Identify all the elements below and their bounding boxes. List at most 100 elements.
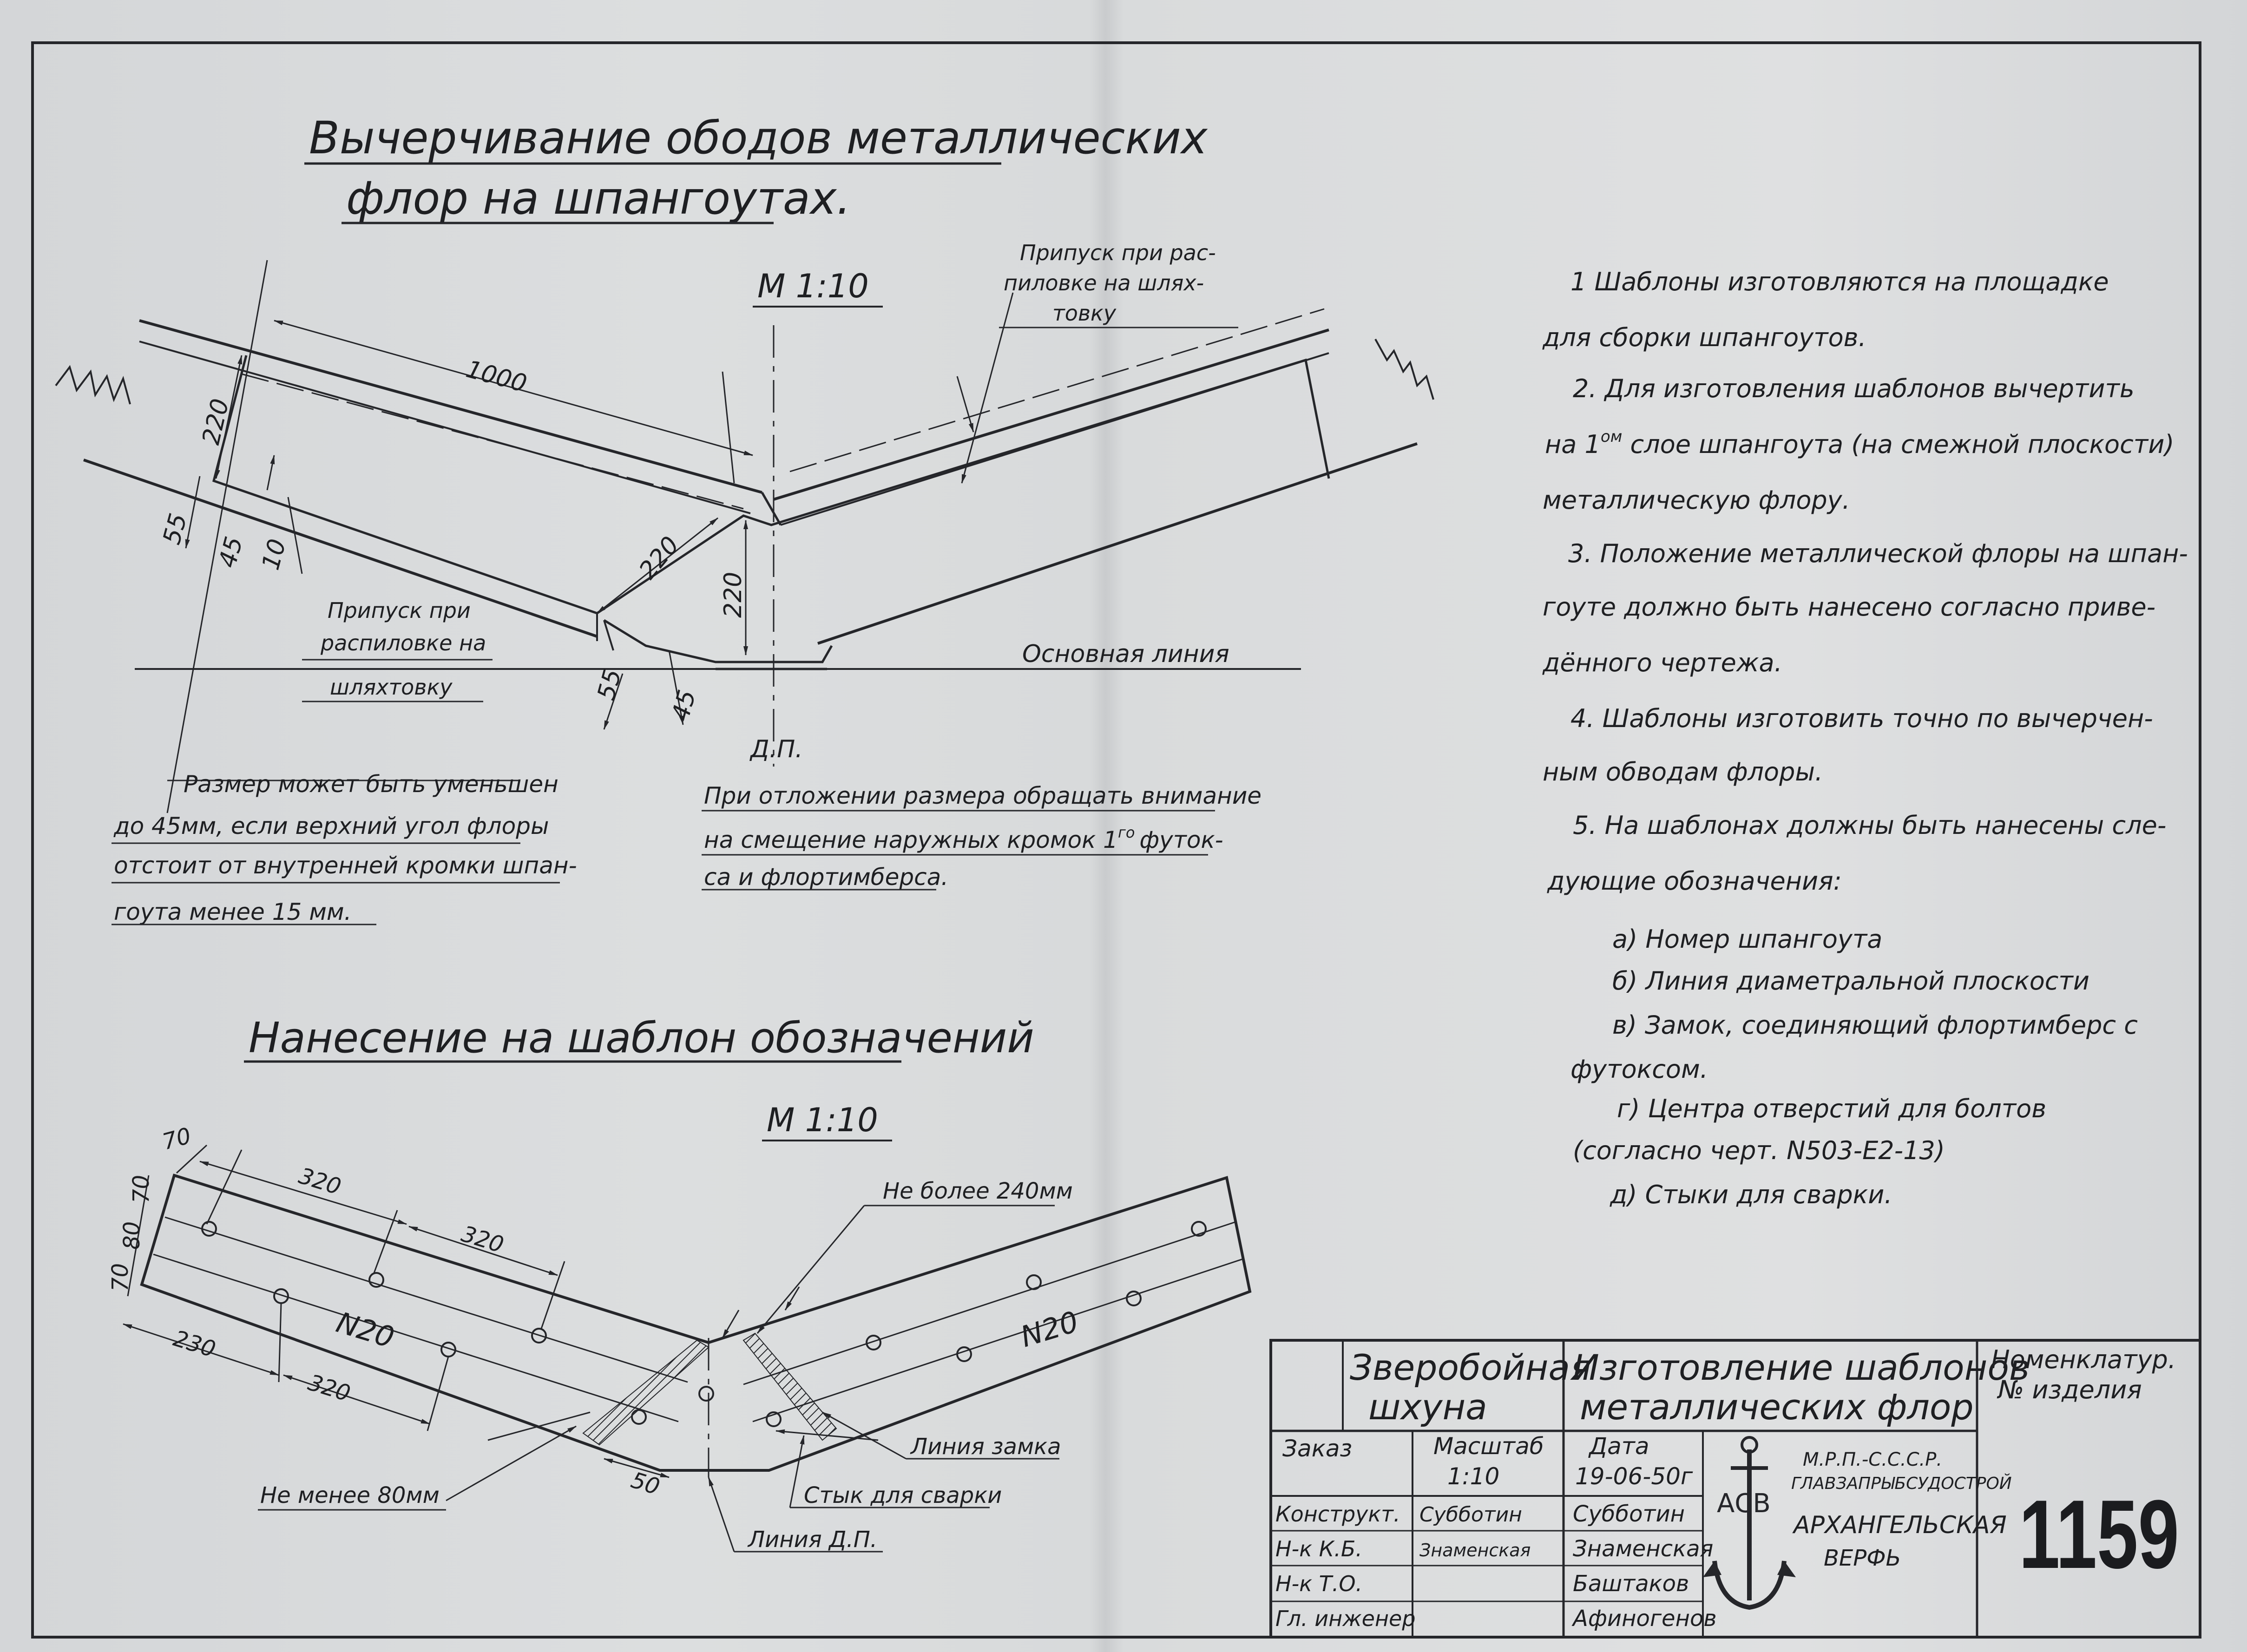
nomenclature-line2: № изделия (1997, 1375, 2142, 1404)
note-line: на 1ом слое шпангоута (на смежной плоско… (1545, 427, 2174, 459)
note-right-1: При отложении размера обращать внимание (704, 782, 1261, 809)
notes-block: 1 Шаблоны изготовляются на площадке для … (1542, 267, 2188, 1209)
drawing-name-line2: металлических флор (1580, 1386, 1974, 1428)
bottom-dimensions (123, 1144, 1059, 1553)
title-block: Зверобойная шхуна Изготовление шаблонов … (1269, 1339, 2201, 1639)
note-line: в) Замок, соединяющий флортимберс с (1612, 1010, 2138, 1040)
drawing-name-line1: Изготовление шаблонов (1573, 1347, 2030, 1388)
dim-50: 50 (628, 1467, 663, 1500)
top-drawing: Вычерчивание ободов металлических флор н… (55, 112, 1434, 925)
allowance-top-1: Припуск при рас- (1020, 240, 1216, 265)
dim-10: 10 (257, 536, 292, 573)
note-line: 2. Для изготовления шаблонов вычертить (1573, 374, 2135, 403)
allowance-top-3: товку (1052, 301, 1117, 326)
dim-70-left: 70 (128, 1175, 154, 1203)
dim-230: 230 (170, 1325, 218, 1363)
dim-45-left: 45 (214, 534, 249, 570)
dim-320-a: 320 (296, 1163, 344, 1200)
bolt-hole (201, 1221, 217, 1237)
role-constructor: Конструкт. (1275, 1501, 1400, 1527)
note-line: дующие обозначения: (1547, 866, 1842, 896)
sheet-number: 1159 (2019, 1480, 2179, 1589)
dim-55-bottom: 55 (592, 666, 627, 703)
dim-220-vert: 220 (719, 572, 747, 618)
top-scale: М 1:10 (757, 267, 869, 305)
dim-70-low: 70 (107, 1263, 133, 1291)
note-line: для сборки шпангоутов. (1542, 323, 1866, 352)
note-line: гоуте должно быть нанесено согласно прив… (1543, 592, 2155, 622)
bottom-drawing: Нанесение на шаблон обозначений М 1:10 (107, 1014, 1252, 1553)
top-title-line2: флор на шпангоутах. (346, 172, 851, 224)
role-to-head: Н-к Т.О. (1275, 1571, 1362, 1596)
note-line: дённого чертежа. (1542, 648, 1782, 677)
role-kb-head: Н-к К.Б. (1275, 1536, 1362, 1561)
note-right-3: са и флортимберса. (704, 864, 948, 891)
name-chief-engineer: Афиногенов (1571, 1606, 1717, 1632)
top-title-line1: Вычерчивание ободов металлических (309, 112, 1208, 164)
dim-320-b: 320 (458, 1221, 506, 1258)
bolt-hole (1026, 1274, 1042, 1290)
bolt-hole (956, 1346, 972, 1362)
frame-number-right: N20 (1017, 1305, 1082, 1354)
note-line: ным обводам флоры. (1543, 757, 1823, 787)
note-line: д) Стыки для сварки. (1610, 1180, 1892, 1209)
note-left-2: до 45мм, если верхний угол флоры (113, 813, 549, 839)
frame-outline (55, 308, 1434, 767)
name-to-head: Баштаков (1573, 1571, 1689, 1597)
note-left-1: Размер может быть уменьшен (184, 771, 558, 798)
name-kb-head: Знаменская (1573, 1536, 1713, 1562)
note-line: 3. Положение металлической флоры на шпан… (1568, 539, 2188, 568)
scale-label: Масштаб (1433, 1433, 1544, 1460)
bolt-hole (1191, 1221, 1207, 1237)
weld-joint-label: Стык для сварки (804, 1482, 1002, 1508)
bottom-title: Нанесение на шаблон обозначений (249, 1014, 1034, 1062)
vessel-type-line1: Зверобойная (1350, 1347, 1591, 1388)
frame-number-left: N20 (333, 1305, 398, 1355)
template-outline (140, 1173, 1252, 1477)
dp-label: Д.П. (749, 735, 803, 763)
note-left-4: гоута менее 15 мм. (114, 898, 352, 925)
dim-220-diag: 220 (634, 531, 685, 585)
allowance-left-1: Припуск при (328, 598, 471, 623)
vessel-type-line2: шхуна (1368, 1386, 1487, 1428)
org-line4: ВЕРФЬ (1824, 1545, 1901, 1571)
date-value: 19-06-50г (1575, 1463, 1693, 1490)
dp-line-label: Линия Д.П. (747, 1527, 877, 1553)
name-constructor: Субботин (1573, 1501, 1685, 1527)
note-line: а) Номер шпангоута (1612, 924, 1882, 954)
bolt-hole (631, 1409, 647, 1425)
note-line: г) Центра отверстий для болтов (1617, 1094, 2046, 1123)
note-line: (согласно черт. N503-Е2-13) (1573, 1136, 1945, 1165)
signature-kb-head: Знаменская (1419, 1540, 1531, 1560)
note-line: 4. Шаблоны изготовить точно по вычерчен- (1570, 704, 2153, 733)
allowance-left-2: распиловке на (320, 630, 486, 656)
dim-320-c: 320 (305, 1370, 353, 1407)
note-line: б) Линия диаметральной плоскости (1612, 966, 2089, 996)
date-label: Дата (1588, 1433, 1649, 1460)
nomenclature-line1: Номенклатур. (1991, 1345, 2176, 1374)
dim-1000: 1000 (463, 355, 530, 398)
scale-value: 1:10 (1447, 1463, 1499, 1490)
dim-70-top: 70 (160, 1123, 194, 1155)
dim-220-top: 220 (197, 396, 235, 447)
bolt-hole (531, 1328, 547, 1344)
allowance-top-2: пиловке на шлях- (1004, 270, 1204, 295)
bolt-hole (766, 1411, 782, 1427)
base-line-label: Основная линия (1022, 640, 1229, 668)
bolt-hole (1126, 1291, 1142, 1306)
not-more-label: Не более 240мм (883, 1178, 1073, 1204)
logo-letters: АСВ (1717, 1488, 1771, 1519)
dim-45-bottom: 45 (667, 687, 702, 724)
anchor-logo-icon: АСВ (1703, 1436, 1796, 1610)
top-dimensions (166, 260, 1014, 813)
note-line: 1 Шаблоны изготовляются на площадке (1570, 267, 2109, 296)
bolt-hole (866, 1335, 881, 1350)
dim-80: 80 (119, 1221, 145, 1250)
lock-line-label: Линия замка (910, 1434, 1061, 1460)
order-label: Заказ (1282, 1435, 1352, 1462)
bolt-hole (698, 1386, 714, 1402)
org-line1: М.Р.П.-С.С.С.Р. (1803, 1449, 1942, 1470)
